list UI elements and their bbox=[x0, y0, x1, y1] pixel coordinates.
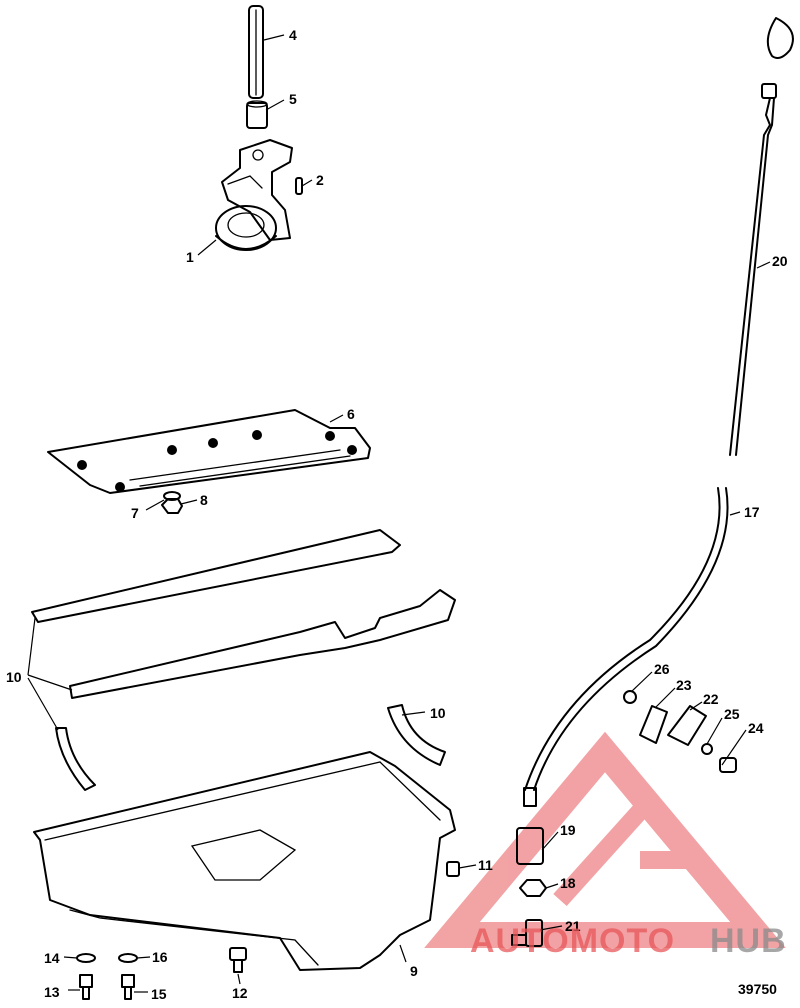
part-12-drain-plug bbox=[229, 947, 247, 973]
callout-24: 24 bbox=[748, 720, 764, 736]
part-24-screw bbox=[719, 757, 737, 773]
part-15-16-bolt-washer bbox=[118, 953, 138, 1000]
part-10-pan-gasket-lower bbox=[69, 589, 456, 699]
callout-labels: 4 5 2 1 6 7 8 10 10 9 11 12 13 14 15 16 … bbox=[6, 27, 788, 1002]
callout-11: 11 bbox=[478, 857, 493, 873]
callout-21: 21 bbox=[565, 918, 581, 934]
part-18-nut bbox=[519, 879, 547, 897]
callout-2: 2 bbox=[316, 172, 324, 188]
callout-26: 26 bbox=[654, 661, 670, 677]
callout-8: 8 bbox=[200, 492, 208, 508]
callout-10-left: 10 bbox=[6, 669, 22, 685]
callout-13: 13 bbox=[44, 984, 60, 1000]
callout-10-right: 10 bbox=[430, 705, 446, 721]
watermark-logo bbox=[424, 731, 786, 948]
callout-20: 20 bbox=[772, 253, 788, 269]
callout-7: 7 bbox=[131, 505, 139, 521]
watermark-text-gray: HUB bbox=[710, 922, 787, 960]
part-7-8-nut-washer bbox=[161, 491, 183, 514]
part-4-pickup-tube bbox=[248, 5, 264, 99]
part-13-14-bolt-washer bbox=[76, 953, 96, 1000]
part-6-windage-tray bbox=[47, 409, 371, 494]
part-26-nut bbox=[623, 690, 637, 704]
part-10-rear-seal bbox=[55, 727, 96, 791]
leader-lines bbox=[27, 34, 771, 993]
callout-5: 5 bbox=[289, 91, 297, 107]
part-25-washer bbox=[701, 743, 713, 755]
part-11-fitting bbox=[446, 861, 460, 877]
callout-19: 19 bbox=[560, 822, 576, 838]
part-21-connector bbox=[511, 919, 543, 947]
callout-23: 23 bbox=[676, 677, 692, 693]
callout-1: 1 bbox=[186, 249, 194, 265]
watermark-text-red: AUTOMOTO bbox=[470, 922, 675, 960]
callout-22: 22 bbox=[703, 691, 719, 707]
part-5-sleeve bbox=[246, 100, 268, 129]
callout-12: 12 bbox=[232, 985, 248, 1001]
watermark-text: AUTOMOTO HUB bbox=[470, 922, 787, 960]
part-2-pin bbox=[295, 177, 303, 195]
part-1-oil-pump bbox=[215, 139, 293, 251]
part-19-sleeve bbox=[516, 827, 544, 865]
callout-16: 16 bbox=[152, 949, 168, 965]
part-22-clamp bbox=[667, 705, 707, 746]
callout-17: 17 bbox=[744, 504, 760, 520]
part-20-dipstick bbox=[729, 17, 794, 456]
part-17-dipstick-tube bbox=[523, 487, 729, 807]
part-23-bracket bbox=[639, 705, 668, 744]
part-10-pan-gasket-upper bbox=[31, 529, 401, 623]
callout-6: 6 bbox=[347, 406, 355, 422]
callout-15: 15 bbox=[151, 986, 167, 1002]
callout-18: 18 bbox=[560, 875, 576, 891]
callout-25: 25 bbox=[724, 706, 740, 722]
figure-number: 39750 bbox=[738, 981, 777, 997]
callout-9: 9 bbox=[410, 963, 418, 979]
part-9-oil-pan bbox=[33, 751, 456, 971]
callout-4: 4 bbox=[289, 27, 297, 43]
part-10-front-seal bbox=[387, 704, 446, 766]
callout-14: 14 bbox=[44, 950, 60, 966]
